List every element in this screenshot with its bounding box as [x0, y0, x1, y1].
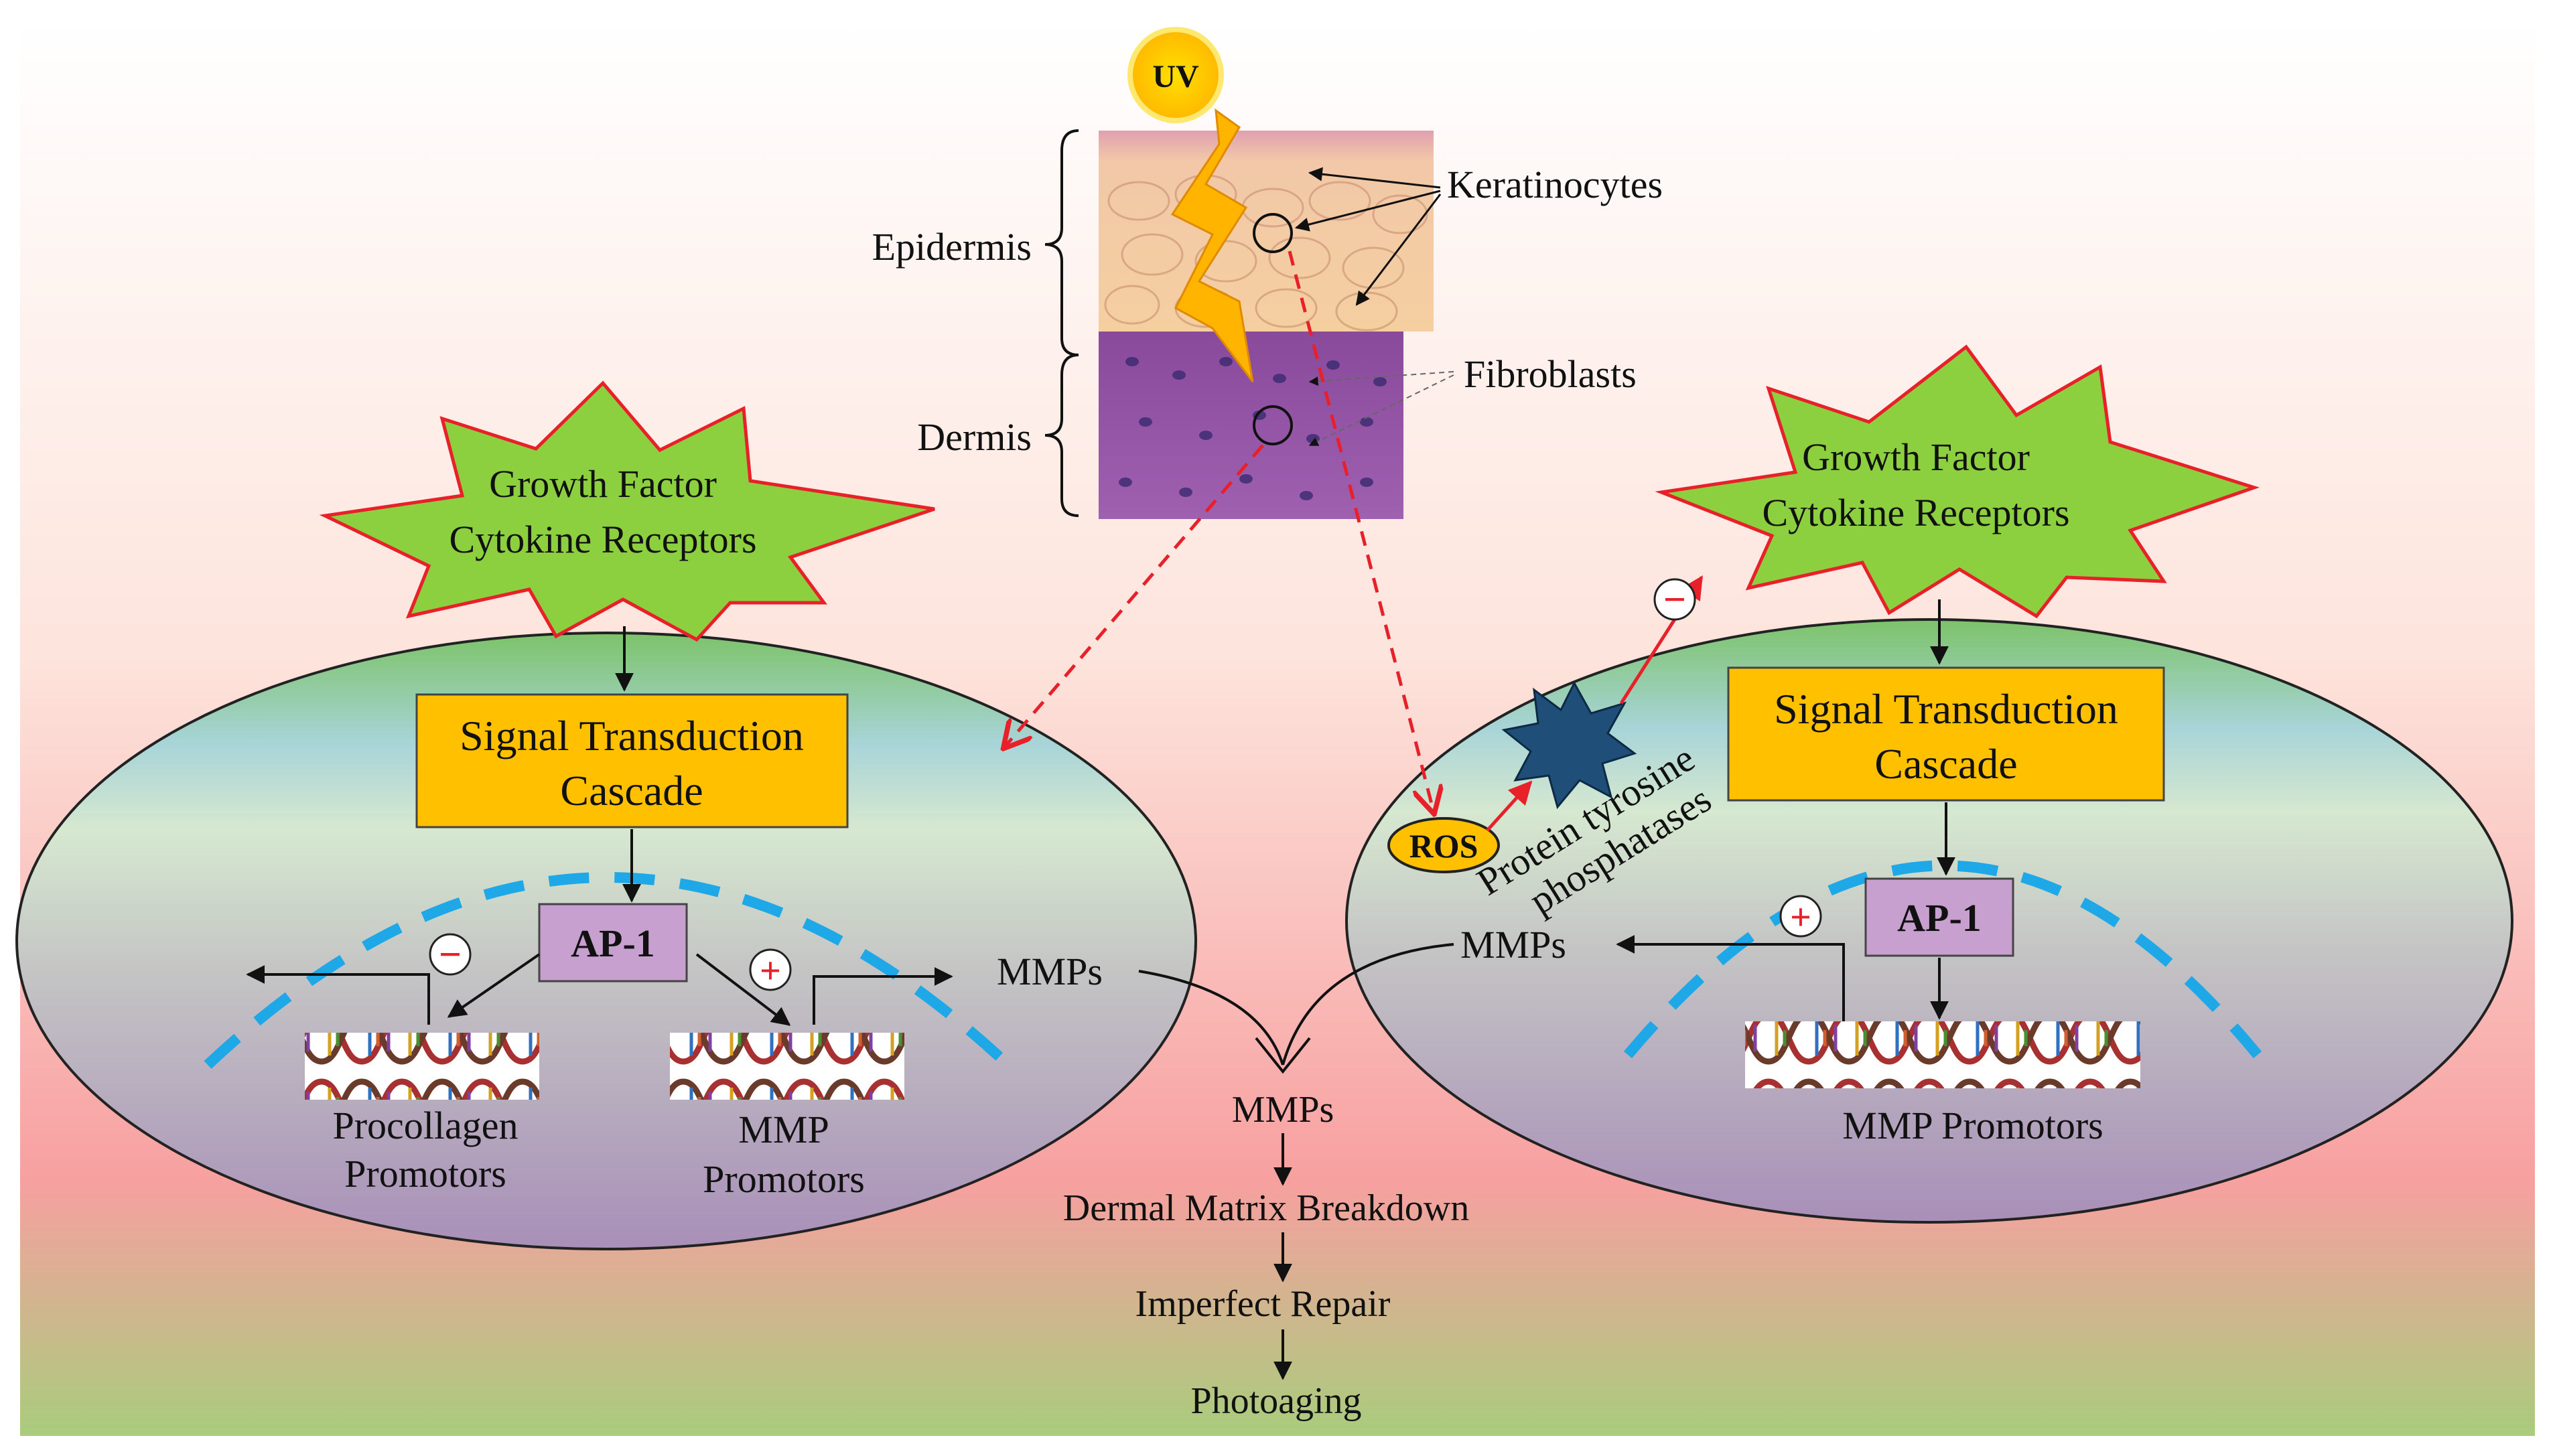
- left-mmp-output-arrow: [813, 967, 953, 1025]
- keratinocyte-pointer-1: [1308, 167, 1441, 189]
- left-mmps-label: MMPs: [997, 950, 1103, 993]
- left-ap1-label: AP-1: [571, 922, 655, 965]
- flow-mmps: MMPs: [1232, 1089, 1334, 1131]
- uv-sun-icon: [1127, 27, 1224, 123]
- right-mmp-promotors: MMP Promotors: [1842, 1104, 2103, 1147]
- fibroblast-highlight-circle: [1253, 405, 1293, 445]
- left-procollagen-line1: Procollagen: [332, 1104, 518, 1147]
- left-receptor-line2: Cytokine Receptors: [449, 518, 756, 561]
- uv-signal-to-ros: [1288, 250, 1434, 812]
- fibroblasts-label: Fibroblasts: [1464, 352, 1637, 396]
- converge-arrowhead: [1255, 1037, 1311, 1074]
- left-procollagen-line2: Promotors: [344, 1152, 506, 1195]
- left-receptor-line1: Growth Factor: [489, 462, 717, 506]
- right-mmps-converge-curve: [1282, 943, 1454, 1066]
- left-cascade-box: [415, 693, 849, 828]
- right-cascade-box: [1727, 666, 2165, 802]
- fibroblast-pointer-2: [1308, 374, 1454, 446]
- flow-breakdown: Dermal Matrix Breakdown: [1063, 1187, 1469, 1229]
- epidermis-bracket: [1044, 129, 1079, 356]
- right-plus-icon: [1779, 895, 1822, 938]
- left-plus-icon: [749, 948, 792, 991]
- epidermis-layer: [1099, 131, 1434, 332]
- right-cell: Growth Factor Cytokine Receptors Signal …: [1345, 344, 2513, 1224]
- center-flow: MMPs Dermal Matrix Breakdown Imperfect R…: [1063, 943, 1469, 1422]
- left-plus-sign: +: [760, 950, 781, 992]
- left-receptor-burst: [319, 380, 935, 642]
- keratinocyte-pointer-3: [1355, 194, 1442, 306]
- right-ap1-label: AP-1: [1897, 896, 1982, 940]
- left-procollagen-dna-icon: [305, 1033, 539, 1100]
- left-arrow-ap1-to-mmp: [695, 953, 791, 1026]
- fibroblast-pointer-1: [1308, 371, 1454, 386]
- fibroblast-nuclei: [1119, 357, 1387, 500]
- left-mmp-line2: Promotors: [703, 1157, 865, 1201]
- left-minus-icon: [429, 933, 472, 976]
- flow-photoaging: Photoaging: [1190, 1380, 1361, 1422]
- flow-repair: Imperfect Repair: [1135, 1283, 1391, 1325]
- ptp-star-icon: [1501, 680, 1637, 810]
- left-cascade-line2: Cascade: [560, 767, 703, 814]
- dermis-bracket: [1044, 354, 1079, 517]
- left-mmp-dna-icon: [670, 1033, 904, 1100]
- left-arrow-ap1-to-procollagen: [447, 953, 541, 1018]
- uv-lightning-icon: [1170, 108, 1254, 382]
- right-cascade-line1: Signal Transduction: [1774, 685, 2118, 733]
- right-mmps-label: MMPs: [1460, 923, 1566, 966]
- keratinocyte-highlight-circle: [1253, 213, 1293, 253]
- right-minus-icon: [1653, 578, 1696, 621]
- right-plus-sign: +: [1790, 897, 1811, 938]
- right-receptor-burst: [1655, 344, 2260, 619]
- right-mmp-dna-icon: [1745, 1021, 2140, 1088]
- uv-label: UV: [1152, 59, 1199, 94]
- left-minus-sign: −: [439, 932, 462, 976]
- left-nuclear-membrane: [204, 872, 1012, 1069]
- ros-label: ROS: [1409, 827, 1478, 865]
- left-cell: Growth Factor Cytokine Receptors Signal …: [15, 380, 1197, 1250]
- left-mmps-converge-curve: [1138, 970, 1284, 1066]
- keratinocyte-pointer-2: [1294, 190, 1441, 232]
- right-minus-sign: −: [1663, 577, 1686, 622]
- right-receptor-line2: Cytokine Receptors: [1762, 491, 2069, 534]
- left-mmp-line1: MMP: [738, 1108, 829, 1151]
- left-procollagen-output-arrow: [246, 965, 430, 1025]
- skin-section: Epidermis Dermis Keratinocytes Fibroblas…: [872, 27, 1663, 812]
- right-mmp-output-arrow: [1616, 935, 1845, 1021]
- keratinocytes-label: Keratinocytes: [1447, 163, 1663, 206]
- left-cascade-line1: Signal Transduction: [460, 712, 804, 759]
- right-nuclear-membrane: [1623, 860, 2262, 1059]
- epidermis-label: Epidermis: [872, 225, 1032, 269]
- dermis-label: Dermis: [917, 415, 1032, 459]
- right-receptor-line1: Growth Factor: [1802, 435, 2030, 479]
- right-ap1-box: [1864, 877, 2014, 957]
- left-ap1-box: [538, 903, 688, 982]
- ros-to-ptp-arrow: [1486, 780, 1533, 832]
- uv-signal-to-left-cell: [1005, 444, 1264, 747]
- right-cascade-line2: Cascade: [1874, 740, 2017, 788]
